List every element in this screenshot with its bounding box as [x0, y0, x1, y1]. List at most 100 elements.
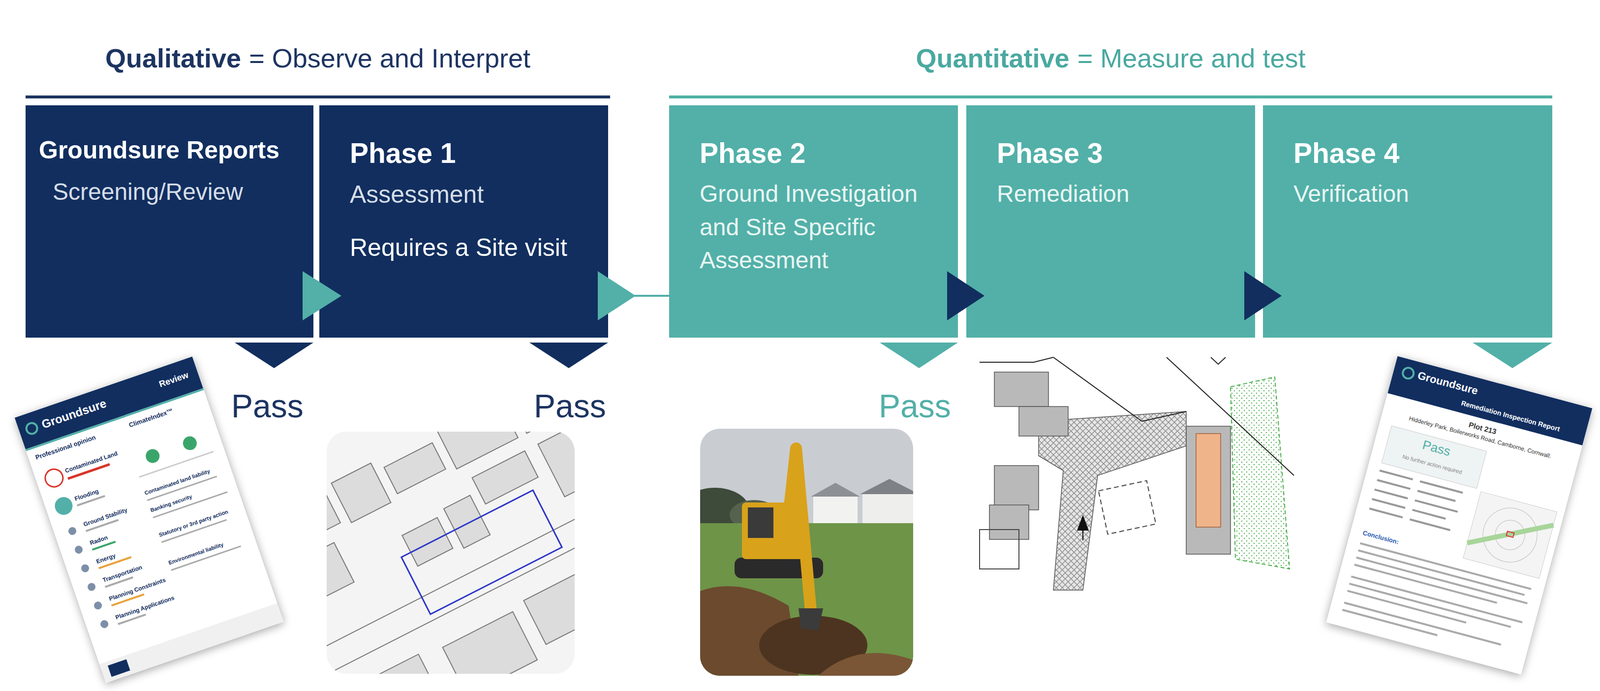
review-report-page-part: [92, 600, 103, 611]
site-plan-part: [994, 465, 1039, 510]
header-rule-part: [25, 95, 611, 99]
historic-map-part: [508, 431, 575, 433]
historic-map-part: [537, 431, 575, 497]
historic-map-part: [442, 611, 538, 674]
heading-text: = Observe and Interpret: [248, 42, 531, 74]
historic-map-part: [326, 492, 341, 550]
review-report-page-part: [67, 525, 78, 536]
box-text: Verification: [1293, 177, 1538, 211]
review-report-page-part: [143, 447, 162, 465]
site-plan-part: [994, 371, 1049, 407]
excavation-photo-part: [788, 448, 811, 611]
excavation-photo-part: [860, 478, 914, 494]
pass-label: Pass: [231, 389, 304, 423]
inspection-report-page-part: [1369, 507, 1404, 519]
down-pointer-part: [1472, 342, 1553, 369]
inspection-report-page-part: [1419, 480, 1464, 494]
historic-map-part: [401, 490, 562, 615]
box-title: Phase 1: [349, 136, 599, 170]
historic-map-part: [330, 653, 446, 674]
phase-box: Phase 3 Remediation: [966, 105, 1256, 338]
site-plan-part: [989, 504, 1029, 540]
box-title: Phase 2: [699, 136, 939, 170]
historic-map-part: [326, 476, 575, 674]
inspection-report-page-part: [1506, 530, 1515, 537]
arrow-shaft: [608, 294, 670, 297]
box-text: Ground Investigation and Site Specific A…: [699, 177, 939, 277]
site-plan: [979, 357, 1294, 590]
review-report-page-part: [99, 618, 110, 629]
pass-label: Pass: [533, 389, 607, 423]
site-plan-part: [1082, 530, 1084, 541]
inspection-report-page-part: [1414, 499, 1458, 513]
historic-map-part: [331, 462, 391, 523]
heading-keyword: Qualitative: [105, 42, 242, 74]
site-plan-part: [1186, 426, 1231, 554]
site-plan-part: [979, 529, 1019, 569]
historic-map-part: [472, 450, 539, 504]
site-plan-part: [979, 357, 1294, 476]
excavation-photo-part: [798, 608, 824, 631]
review-report-page-part: [73, 544, 84, 555]
inspection-report-page-part: [1412, 508, 1447, 520]
inspection-report-page-part: [1409, 518, 1451, 531]
arrow-shaft: [313, 294, 320, 297]
heading-row: Qualitative= Observe and Interpret: [25, 42, 611, 74]
excavation-photo-part: [700, 428, 914, 676]
flow-arrow: [597, 271, 670, 321]
box-title: Phase 4: [1293, 136, 1538, 170]
excavation-photo-part: [813, 494, 858, 525]
arrow-shaft: [1255, 294, 1263, 297]
review-report-page-part: [42, 466, 66, 490]
inspection-report-page-part: [1416, 489, 1456, 502]
review-report-page-part: [25, 421, 39, 436]
review-report-page-part: [80, 563, 91, 574]
site-plan-part: [1196, 433, 1221, 527]
inspection-report-page-part: [1463, 491, 1558, 579]
historic-map-part: [443, 494, 491, 548]
excavation-photo-part: [810, 482, 861, 497]
historic-map-part: [401, 517, 453, 567]
down-pointer-part: [234, 342, 314, 369]
excavation-photo-part: [862, 492, 914, 525]
box-text: Remediation: [996, 177, 1241, 211]
inspection-report-page-part: [1344, 601, 1502, 646]
inspection-report-page-part: [1349, 582, 1511, 628]
inspection-report-page-part: [1467, 504, 1554, 564]
site-plan-part: [1018, 406, 1069, 436]
phase-box: Phase 1AssessmentRequires a Site visit: [319, 105, 609, 338]
inspection-report-page-part: [1374, 488, 1409, 500]
down-pointer-part: [529, 342, 609, 369]
inspection-report-page: [1326, 355, 1593, 675]
inspection-report-page-part: [1371, 497, 1406, 509]
site-plan-part: [1230, 376, 1290, 569]
historic-map-part: [326, 453, 575, 674]
box-title: Phase 3: [996, 136, 1241, 170]
review-report-page-part: [14, 356, 204, 450]
review-report-page-part: [25, 388, 204, 452]
arrow-shaft: [957, 294, 967, 297]
inspection-report-page-part: [1379, 469, 1414, 481]
box-text: Requires a Site visit: [349, 230, 599, 265]
phase-box: Phase 2 Ground Investigation and Site Spe…: [669, 105, 958, 338]
phase-box: Phase 4 Verification: [1262, 105, 1553, 338]
heading-text: = Measure and test: [1077, 42, 1306, 74]
historic-map-part: [326, 431, 575, 674]
inspection-report-page-part: [1342, 608, 1438, 637]
historic-map-part: [326, 431, 575, 674]
excavation-photo: [680, 428, 920, 676]
review-report-page-part: [86, 581, 97, 592]
header-rule: [25, 95, 1553, 99]
excavation-photo-part: [700, 428, 914, 676]
site-plan-part: [979, 357, 1294, 590]
inspection-report-page-part: [1355, 556, 1528, 605]
inspection-report-thumbnail: GroundsureRemediation Inspection ReportP…: [1326, 355, 1593, 675]
excavation-photo-part: [818, 652, 914, 676]
historic-map-part: [384, 442, 446, 494]
review-report-page-part: [107, 658, 131, 677]
box-text: Screening/Review: [38, 175, 309, 209]
screening-box: Groundsure ReportsScreening/Review: [25, 105, 314, 338]
excavation-photo-part: [747, 507, 774, 538]
inspection-report-page-part: [1401, 366, 1416, 380]
down-pointer-part: [879, 342, 958, 369]
